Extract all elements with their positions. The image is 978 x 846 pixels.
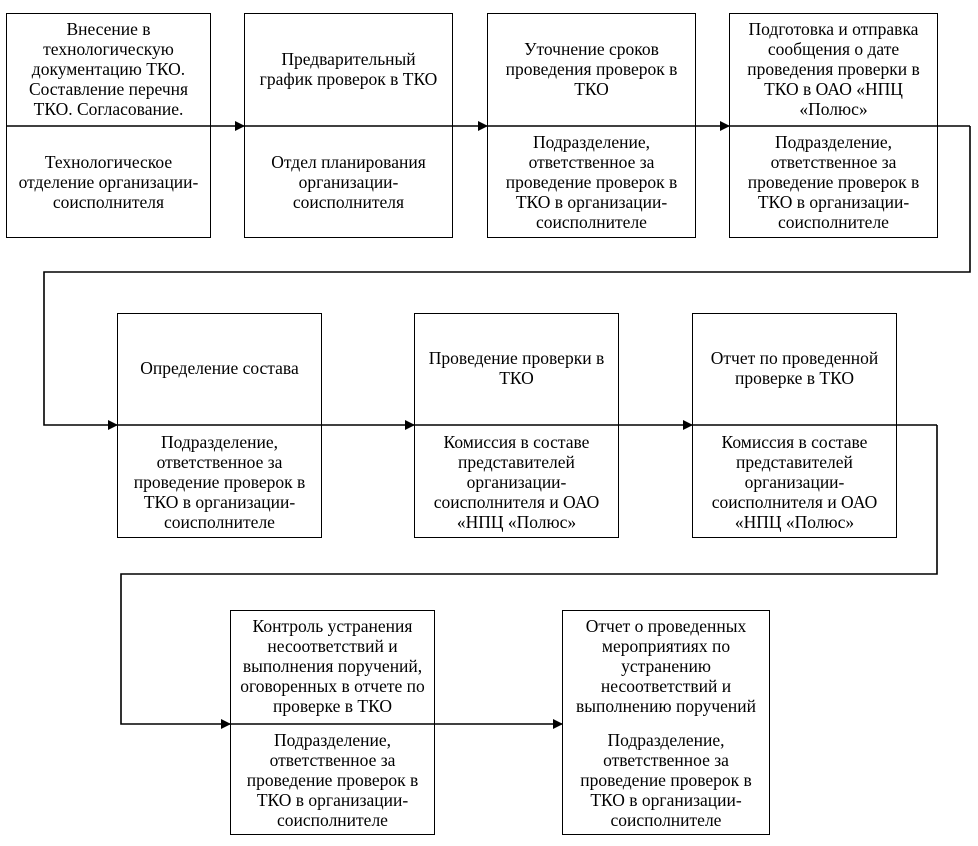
step-title: Контроль устранения несоответствий и вып… — [240, 616, 425, 716]
responsible-party: Комиссия в составе представителей органи… — [433, 431, 600, 532]
responsible-party: Отдел планирования организации- соисполн… — [271, 152, 426, 212]
row1-to-row2-connector — [43, 126, 971, 430]
step-title: Предварительный график проверок в ТКО — [259, 49, 438, 89]
process-box-check-report — [692, 313, 897, 538]
row2-to-row3-connector — [120, 425, 938, 729]
process-box-measures-report — [562, 610, 770, 835]
responsible-party: Подразделение, ответственное за проведен… — [133, 431, 306, 532]
process-box-conduct-check — [414, 313, 619, 538]
step-title: Определение состава — [140, 358, 299, 378]
step-title: Проведение проверки в ТКО — [428, 348, 605, 388]
step-title: Уточнение сроков проведения проверок в Т… — [505, 39, 678, 99]
process-box-preliminary-schedule — [244, 13, 453, 238]
step-title: Отчет по проведенной проверке в ТКО — [710, 348, 879, 388]
process-box-document-tko — [6, 13, 211, 238]
responsible-party: Подразделение, ответственное за проведен… — [505, 131, 678, 232]
responsible-party: Подразделение, ответственное за проведен… — [747, 131, 920, 232]
step-title: Внесение в технологическую документацию … — [28, 19, 189, 119]
process-box-send-notice — [729, 13, 938, 238]
process-box-define-composition — [117, 313, 322, 538]
process-box-control-elimination — [230, 610, 435, 835]
responsible-party: Комиссия в составе представителей органи… — [711, 431, 878, 532]
responsible-party: Подразделение, ответственное за проведен… — [580, 729, 752, 830]
responsible-party: Подразделение, ответственное за проведен… — [246, 729, 419, 830]
step-title: Подготовка и отправка сообщения о дате п… — [747, 19, 920, 119]
step-title: Отчет о проведенных мероприятиях по устр… — [576, 616, 756, 716]
process-box-clarify-dates — [487, 13, 696, 238]
responsible-party: Технологическое отделение организации- с… — [18, 152, 199, 212]
